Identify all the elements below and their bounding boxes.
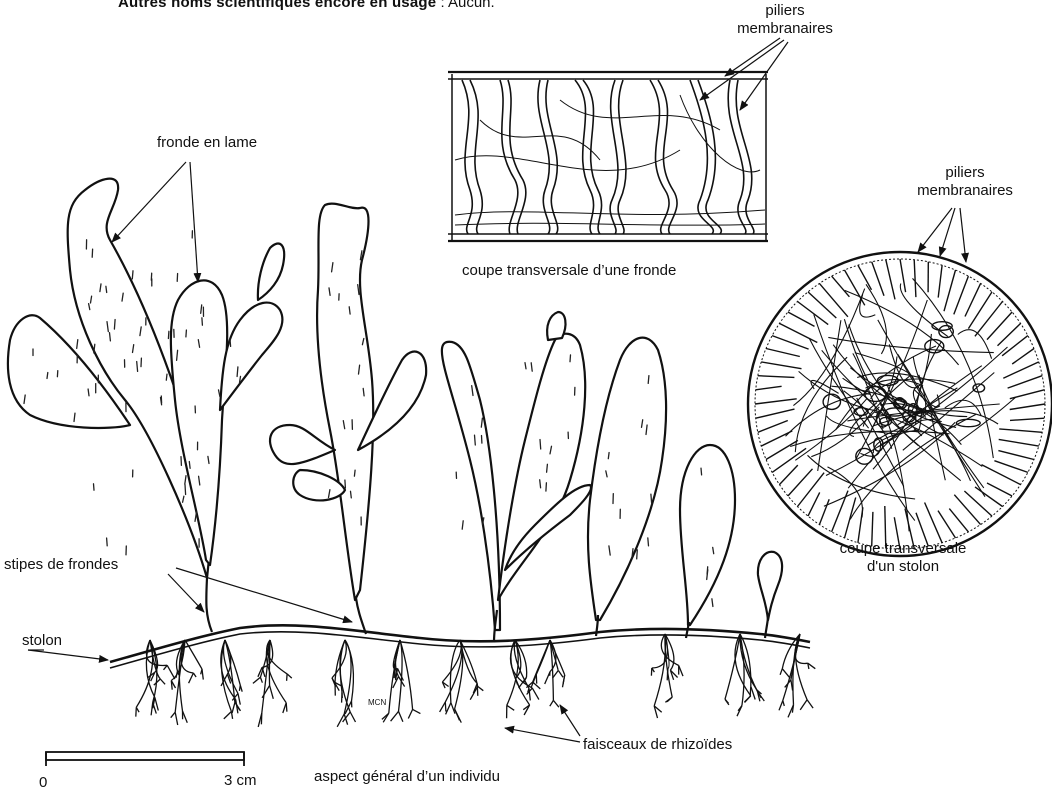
label-faisceaux: faisceaux de rhizoïdes [583,736,732,754]
label-aspect: aspect général d’un individu [314,768,500,786]
scale-bar [46,752,244,766]
frond-cross-section [448,72,768,241]
frond-blade-4 [220,303,282,410]
artist-signature: MCN [368,698,386,707]
scale-end-label: 3 cm [224,772,257,790]
frond-blade-13 [547,312,565,340]
label-stipes: stipes de frondes [4,556,118,574]
stolon-cross-section [748,252,1052,556]
label-piliers-top: piliers membranaires [720,2,850,38]
stolon [110,625,810,662]
label-coupe-fronde: coupe transversale d’une fronde [462,262,676,280]
frond-blade-15 [680,445,735,625]
label-coupe-stolon: coupe transversale d'un stolon [808,540,998,576]
plant-habit: MCN [8,179,815,727]
frond-blade-7 [270,425,335,464]
label-piliers-right: piliers membranaires [900,164,1030,200]
frond-blade-2 [171,280,227,565]
frond-blade-5 [258,243,284,300]
label-fronde-en-lame: fronde en lame [157,134,257,152]
frond-blade-10 [442,342,500,630]
frond-blade-6 [317,204,373,600]
label-stolon: stolon [22,632,62,650]
frond-blade-14 [588,338,666,620]
frond-blade-16 [758,552,782,620]
scale-start-label: 0 [39,774,47,792]
